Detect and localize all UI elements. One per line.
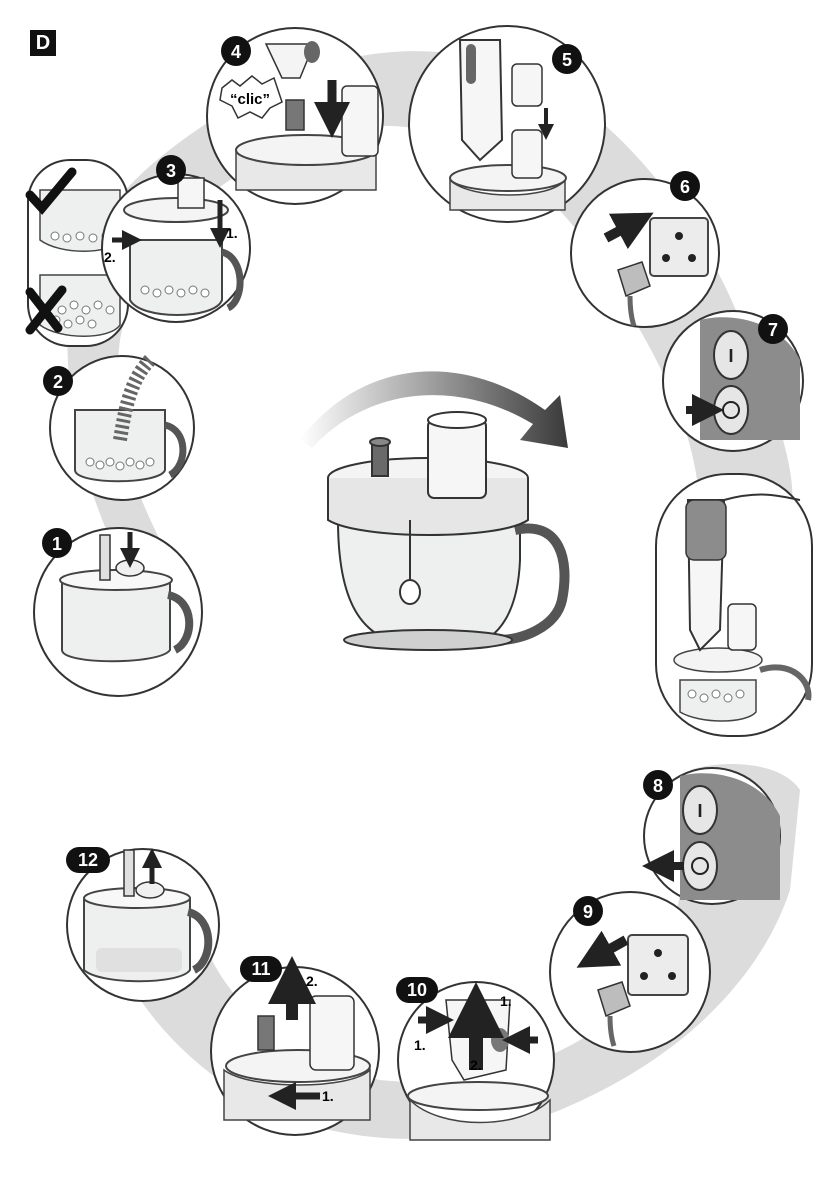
step-9-number: 9 xyxy=(583,902,593,922)
step-6-number: 6 xyxy=(680,177,690,197)
step-8-number: 8 xyxy=(653,776,663,796)
step-3-label-1: 1. xyxy=(226,225,238,241)
step-2-number: 2 xyxy=(53,372,63,392)
step-2-badge: 2 xyxy=(43,366,73,396)
step-12-badge: 12 xyxy=(66,847,110,873)
click-sound-text: “clic” xyxy=(230,91,270,108)
step-10-label-2: 2. xyxy=(470,1057,482,1073)
step-4-badge: 4 xyxy=(221,36,251,66)
step-9-badge: 9 xyxy=(573,896,603,926)
step-11-number: 11 xyxy=(251,959,270,979)
step-11-label-1: 1. xyxy=(322,1088,334,1104)
operating-panel xyxy=(656,474,812,736)
step-3-panel: 1. 2. xyxy=(102,174,250,322)
power-button-icon: I xyxy=(697,801,702,821)
step-10-badge: 10 xyxy=(396,977,438,1003)
step-10-label-1a: 1. xyxy=(414,1037,426,1053)
step-3-badge: 3 xyxy=(156,155,186,185)
step-5-badge: 5 xyxy=(552,44,582,74)
step-11-badge: 11 xyxy=(240,956,282,982)
step-12-number: 12 xyxy=(78,850,98,870)
step-6-panel xyxy=(571,179,719,327)
step-3-label-2: 2. xyxy=(104,249,116,265)
step-3-number: 3 xyxy=(166,161,176,181)
step-7-number: 7 xyxy=(768,320,778,340)
step-11-label-2: 2. xyxy=(306,973,318,989)
step-1-number: 1 xyxy=(52,534,62,554)
step-10-label-1b: 1. xyxy=(500,993,512,1009)
step-4-number: 4 xyxy=(231,42,241,62)
step-10-panel: 1. 2. 1. xyxy=(398,982,554,1140)
step-7-badge: 7 xyxy=(758,314,788,344)
step-5-number: 5 xyxy=(562,50,572,70)
step-1-badge: 1 xyxy=(42,528,72,558)
power-button-icon: I xyxy=(728,346,733,366)
step-8-badge: 8 xyxy=(643,770,673,800)
step-11-panel: 2. 1. xyxy=(211,967,379,1135)
step-6-badge: 6 xyxy=(670,171,700,201)
step-10-number: 10 xyxy=(407,980,427,1000)
assembled-processor xyxy=(328,412,565,650)
